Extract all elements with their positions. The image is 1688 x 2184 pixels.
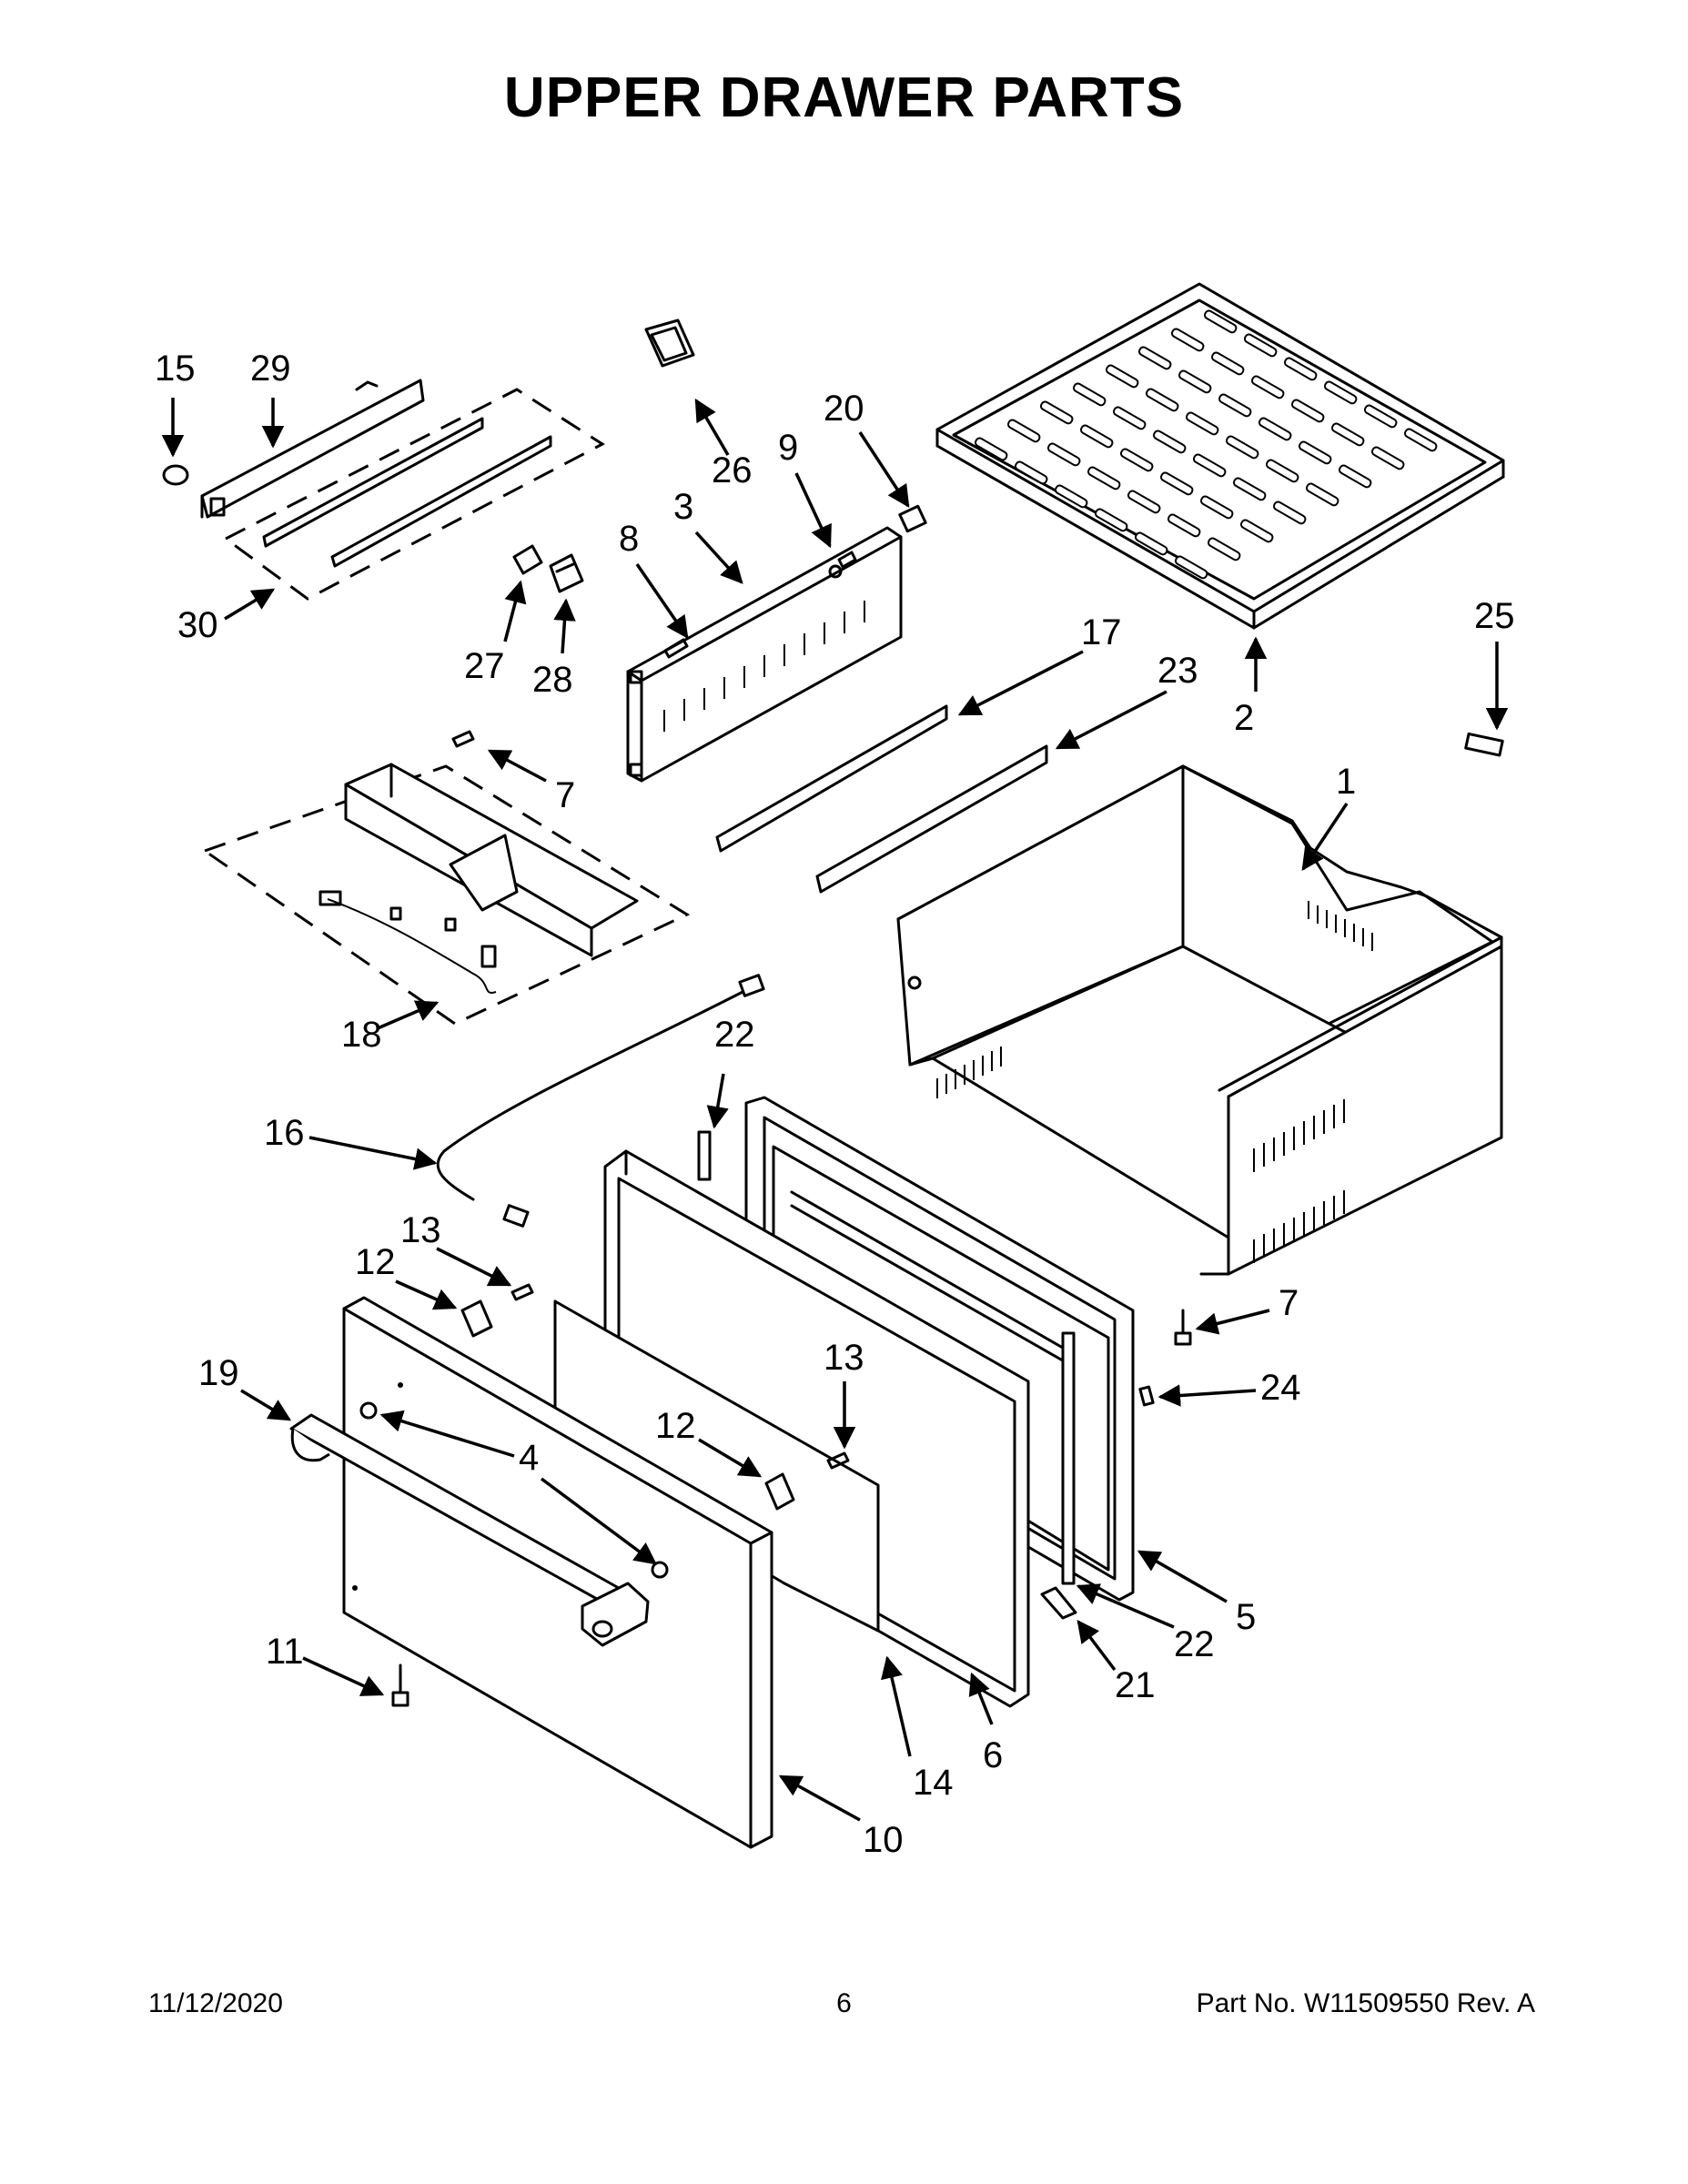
- shelf-tray: [935, 282, 1505, 630]
- callout-28: 28: [532, 660, 573, 700]
- parts-27-28: [512, 544, 584, 593]
- control-housing: [201, 730, 691, 1026]
- callout-30: 30: [177, 605, 218, 645]
- strip-22: [697, 1130, 1076, 1585]
- callout-21: 21: [1115, 1665, 1156, 1705]
- clip-26: [644, 318, 695, 368]
- callout-17: 17: [1081, 612, 1122, 652]
- footer-date: 11/12/2020: [148, 1988, 283, 2018]
- callout-13a: 13: [400, 1210, 441, 1250]
- callout-15: 15: [155, 349, 196, 389]
- callout-3: 3: [673, 487, 693, 527]
- callout-12b: 12: [655, 1406, 696, 1446]
- footer-part-number: Part No. W11509550 Rev. A: [1196, 1988, 1535, 2018]
- door-handle: [289, 1413, 650, 1647]
- callout-23: 23: [1157, 651, 1198, 691]
- callout-8: 8: [619, 519, 639, 559]
- page-title: UPPER DRAWER PARTS: [503, 66, 1185, 129]
- rear-panel: [626, 504, 927, 783]
- cable-16: [436, 974, 765, 1228]
- callout-6: 6: [983, 1735, 1003, 1775]
- rail-assembly: [162, 379, 605, 601]
- callout-16: 16: [264, 1113, 305, 1153]
- callout-1: 1: [1336, 762, 1356, 802]
- callout-13b: 13: [824, 1338, 864, 1378]
- callout-22b: 22: [1174, 1624, 1215, 1664]
- callout-11: 11: [266, 1632, 304, 1672]
- callout-7b: 7: [1279, 1283, 1299, 1323]
- callout-2: 2: [1234, 698, 1254, 738]
- callout-24: 24: [1260, 1368, 1301, 1408]
- callout-7a: 7: [555, 775, 575, 815]
- callout-5: 5: [1236, 1597, 1256, 1637]
- callout-18: 18: [341, 1015, 382, 1055]
- callout-10: 10: [863, 1820, 904, 1860]
- callout-20: 20: [824, 389, 864, 429]
- callout-26: 26: [712, 450, 753, 490]
- callout-22a: 22: [714, 1015, 755, 1055]
- footer-page-number: 6: [836, 1988, 852, 2018]
- callout-labels: 15 29 30 26 3 8 9 20 27 28 17 23 2 25 1 …: [155, 349, 1515, 1860]
- gasket-strips: [715, 704, 1048, 894]
- callout-4: 4: [519, 1438, 539, 1478]
- callout-27: 27: [464, 646, 505, 686]
- callout-29: 29: [250, 349, 291, 389]
- callout-12a: 12: [355, 1242, 396, 1282]
- small-hardware: [391, 1283, 1192, 1707]
- callout-14: 14: [913, 1763, 954, 1803]
- callout-19: 19: [198, 1353, 239, 1393]
- callout-25: 25: [1474, 596, 1515, 636]
- callout-9: 9: [778, 428, 798, 468]
- part-25: [1464, 732, 1504, 757]
- leader-arrows: [161, 398, 1509, 1822]
- drawer-bin: [896, 764, 1503, 1276]
